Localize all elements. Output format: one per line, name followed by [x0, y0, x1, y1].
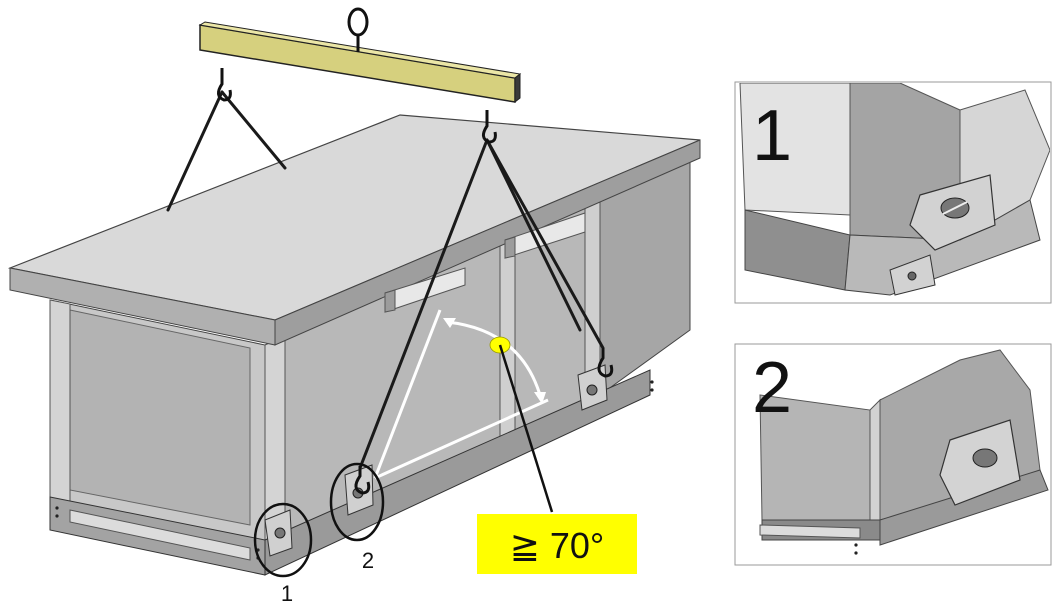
callout-label-2: 2: [362, 548, 374, 573]
base-skid-strip: [69, 509, 251, 561]
shackle-icon: [347, 7, 369, 52]
angle-badge-text: ≧ 70°: [510, 525, 605, 566]
frame-post: [49, 299, 71, 521]
hook-icon: [217, 68, 232, 102]
base-bolts: [55, 380, 654, 560]
lifting-lug-1: [264, 509, 293, 557]
callout-circle-1: [253, 502, 313, 578]
spreader-beam: [198, 21, 522, 104]
slings: [166, 90, 605, 470]
detail-panel-1-number: 1: [752, 96, 792, 176]
callout-label-1: 1: [281, 581, 293, 606]
roof-side-edge: [274, 139, 701, 346]
hook-icon: [597, 348, 614, 378]
vent-box: [384, 267, 466, 313]
angle-badge-box: [477, 514, 637, 574]
lifting-lug-3: [577, 364, 608, 411]
angle-leader-line: [498, 344, 554, 513]
callout-circle-2: [329, 462, 385, 542]
hook-icon: [354, 466, 371, 495]
detail-panel-2: 2: [734, 343, 1052, 566]
detail-panel-1: 1: [734, 81, 1052, 304]
hook-icon: [482, 110, 497, 144]
vent-box: [504, 212, 586, 259]
housing-left-panel: [69, 309, 251, 526]
main-illustration: 1 2 ≧ 70°: [7, 7, 701, 606]
detail-panel-2-number: 2: [752, 348, 792, 428]
